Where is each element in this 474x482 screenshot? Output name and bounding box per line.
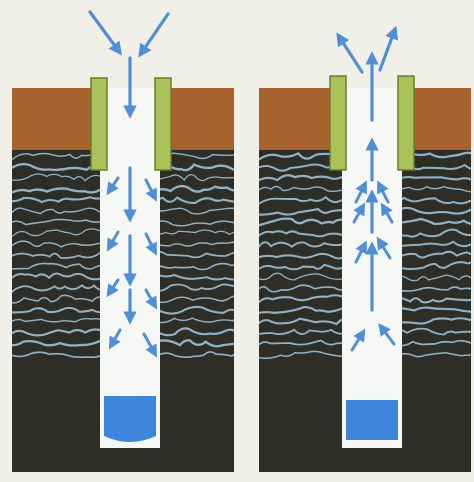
panel-right bbox=[259, 32, 474, 472]
pipe-left-b bbox=[155, 78, 171, 170]
pipe-left-a bbox=[91, 78, 107, 170]
well-water-right bbox=[346, 400, 398, 440]
pipe-right-b bbox=[398, 76, 414, 170]
well-water-left bbox=[104, 396, 156, 442]
pipe-right-a bbox=[330, 76, 346, 170]
